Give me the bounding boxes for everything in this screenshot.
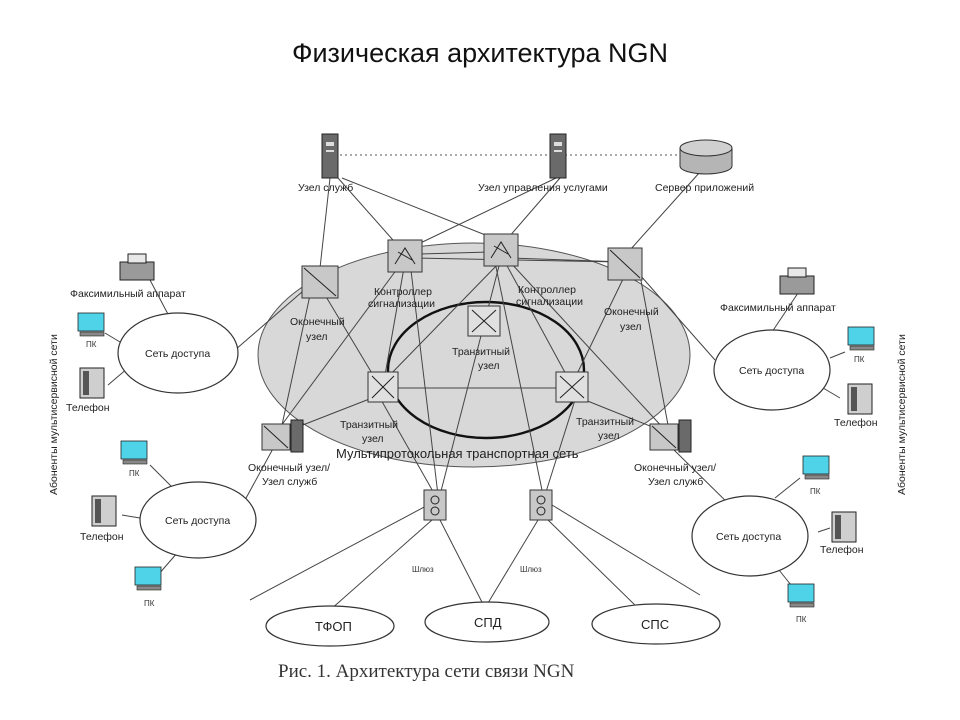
tfop-label: ТФОП [315,619,352,634]
fax-left-label: Факсимильный аппарат [70,288,186,300]
spd-network [424,601,550,643]
pc-label-4: ПК [854,355,865,364]
phone-label-4: Телефон [820,544,864,556]
access-network-bottom-left [139,481,257,559]
access-net-br-label: Сеть доступа [716,531,781,543]
edge-node-right-icon [607,247,643,281]
gateway-right-icon [529,489,553,521]
gateway-left-label: Шлюз [412,565,434,574]
fax-left-icon [119,253,155,281]
pc-icon-2 [120,440,148,465]
phone-icon-3 [847,383,873,415]
edge-right-label-2: узел [620,321,642,333]
phone-icon-1 [79,367,105,399]
signaling-controller-right-icon [483,233,519,267]
phone-icon-4 [831,511,857,543]
pc-label-6: ПК [796,615,807,624]
access-net-bl-label: Сеть доступа [165,515,230,527]
controller-left-label-1: Контроллер [374,286,432,298]
edge-node-left-icon [301,265,339,299]
transit-center-label-1: Транзитный [452,346,510,358]
fax-right-label: Факсимильный аппарат [720,302,836,314]
fax-right-icon [779,267,815,295]
edge-service-node-left-icon [261,419,304,453]
phone-icon-2 [91,495,117,527]
slide-title: Физическая архитектура NGN [291,38,669,68]
side-label-right: Абоненты мультисервисной сети [896,334,908,495]
pc-icon-3 [134,566,162,591]
service-control-server-icon [549,133,567,179]
controller-right-label-1: Контроллер [518,284,576,296]
pc-icon-6 [787,583,815,608]
pc-label-1: ПК [86,340,97,349]
transit-node-right-icon [555,371,589,403]
gateway-right-label: Шлюз [520,565,542,574]
transit-left-label-2: узел [362,433,384,445]
transport-network-label: Мультипротокольная транспортная сеть [336,446,579,461]
transit-left-label-1: Транзитный [340,419,398,431]
transit-right-label-2: узел [598,430,620,442]
access-network-bottom-right [691,495,809,577]
controller-left-label-2: сигнализации [368,298,435,310]
phone-label-3: Телефон [834,417,878,429]
pc-icon-1 [77,312,105,337]
service-node-server-icon [321,133,339,179]
app-server-label: Сервер приложений [655,182,754,194]
service-node-label: Узел служб [298,182,353,194]
controller-right-label-2: сигнализации [516,296,583,308]
transit-right-label-1: Транзитный [576,416,634,428]
transit-ring [386,300,586,440]
connection-lines [104,171,846,611]
access-net-tl-label: Сеть доступа [145,348,210,360]
tfop-network [265,605,395,647]
edge-right-label-1: Оконечный [604,306,659,318]
pc-icon-4 [847,326,875,351]
spd-label: СПД [474,615,502,630]
app-server-database-icon [679,139,733,175]
gateway-left-icon [423,489,447,521]
sps-label: СПС [641,617,669,632]
edge-left-label-2: узел [306,331,328,343]
pc-icon-5 [802,455,830,480]
access-network-top-left [117,312,239,394]
edge-service-left-label-2: Узел служб [262,476,317,488]
signaling-controller-left-icon [387,239,423,273]
transit-node-left-icon [367,371,399,403]
transit-center-label-2: узел [478,360,500,372]
edge-service-right-label-1: Оконечный узел/ [634,462,716,474]
edge-service-node-right-icon [649,419,692,453]
pc-label-3: ПК [144,599,155,608]
side-label-left: Абоненты мультисервисной сети [48,334,60,495]
edge-left-label-1: Оконечный [290,316,345,328]
phone-label-1: Телефон [66,402,110,414]
phone-label-2: Телефон [80,531,124,543]
pc-label-5: ПК [810,487,821,496]
figure-caption: Рис. 1. Архитектура сети связи NGN [278,661,575,682]
access-net-tr-label: Сеть доступа [739,365,804,377]
service-control-node-label: Узел управления услугами [478,182,608,194]
sps-network [591,603,721,645]
pc-label-2: ПК [129,469,140,478]
access-network-top-right [713,329,831,411]
transport-network-cloud [257,242,691,468]
transit-node-center-icon [467,305,501,337]
edge-service-left-label-1: Оконечный узел/ [248,462,330,474]
edge-service-right-label-2: Узел служб [648,476,703,488]
